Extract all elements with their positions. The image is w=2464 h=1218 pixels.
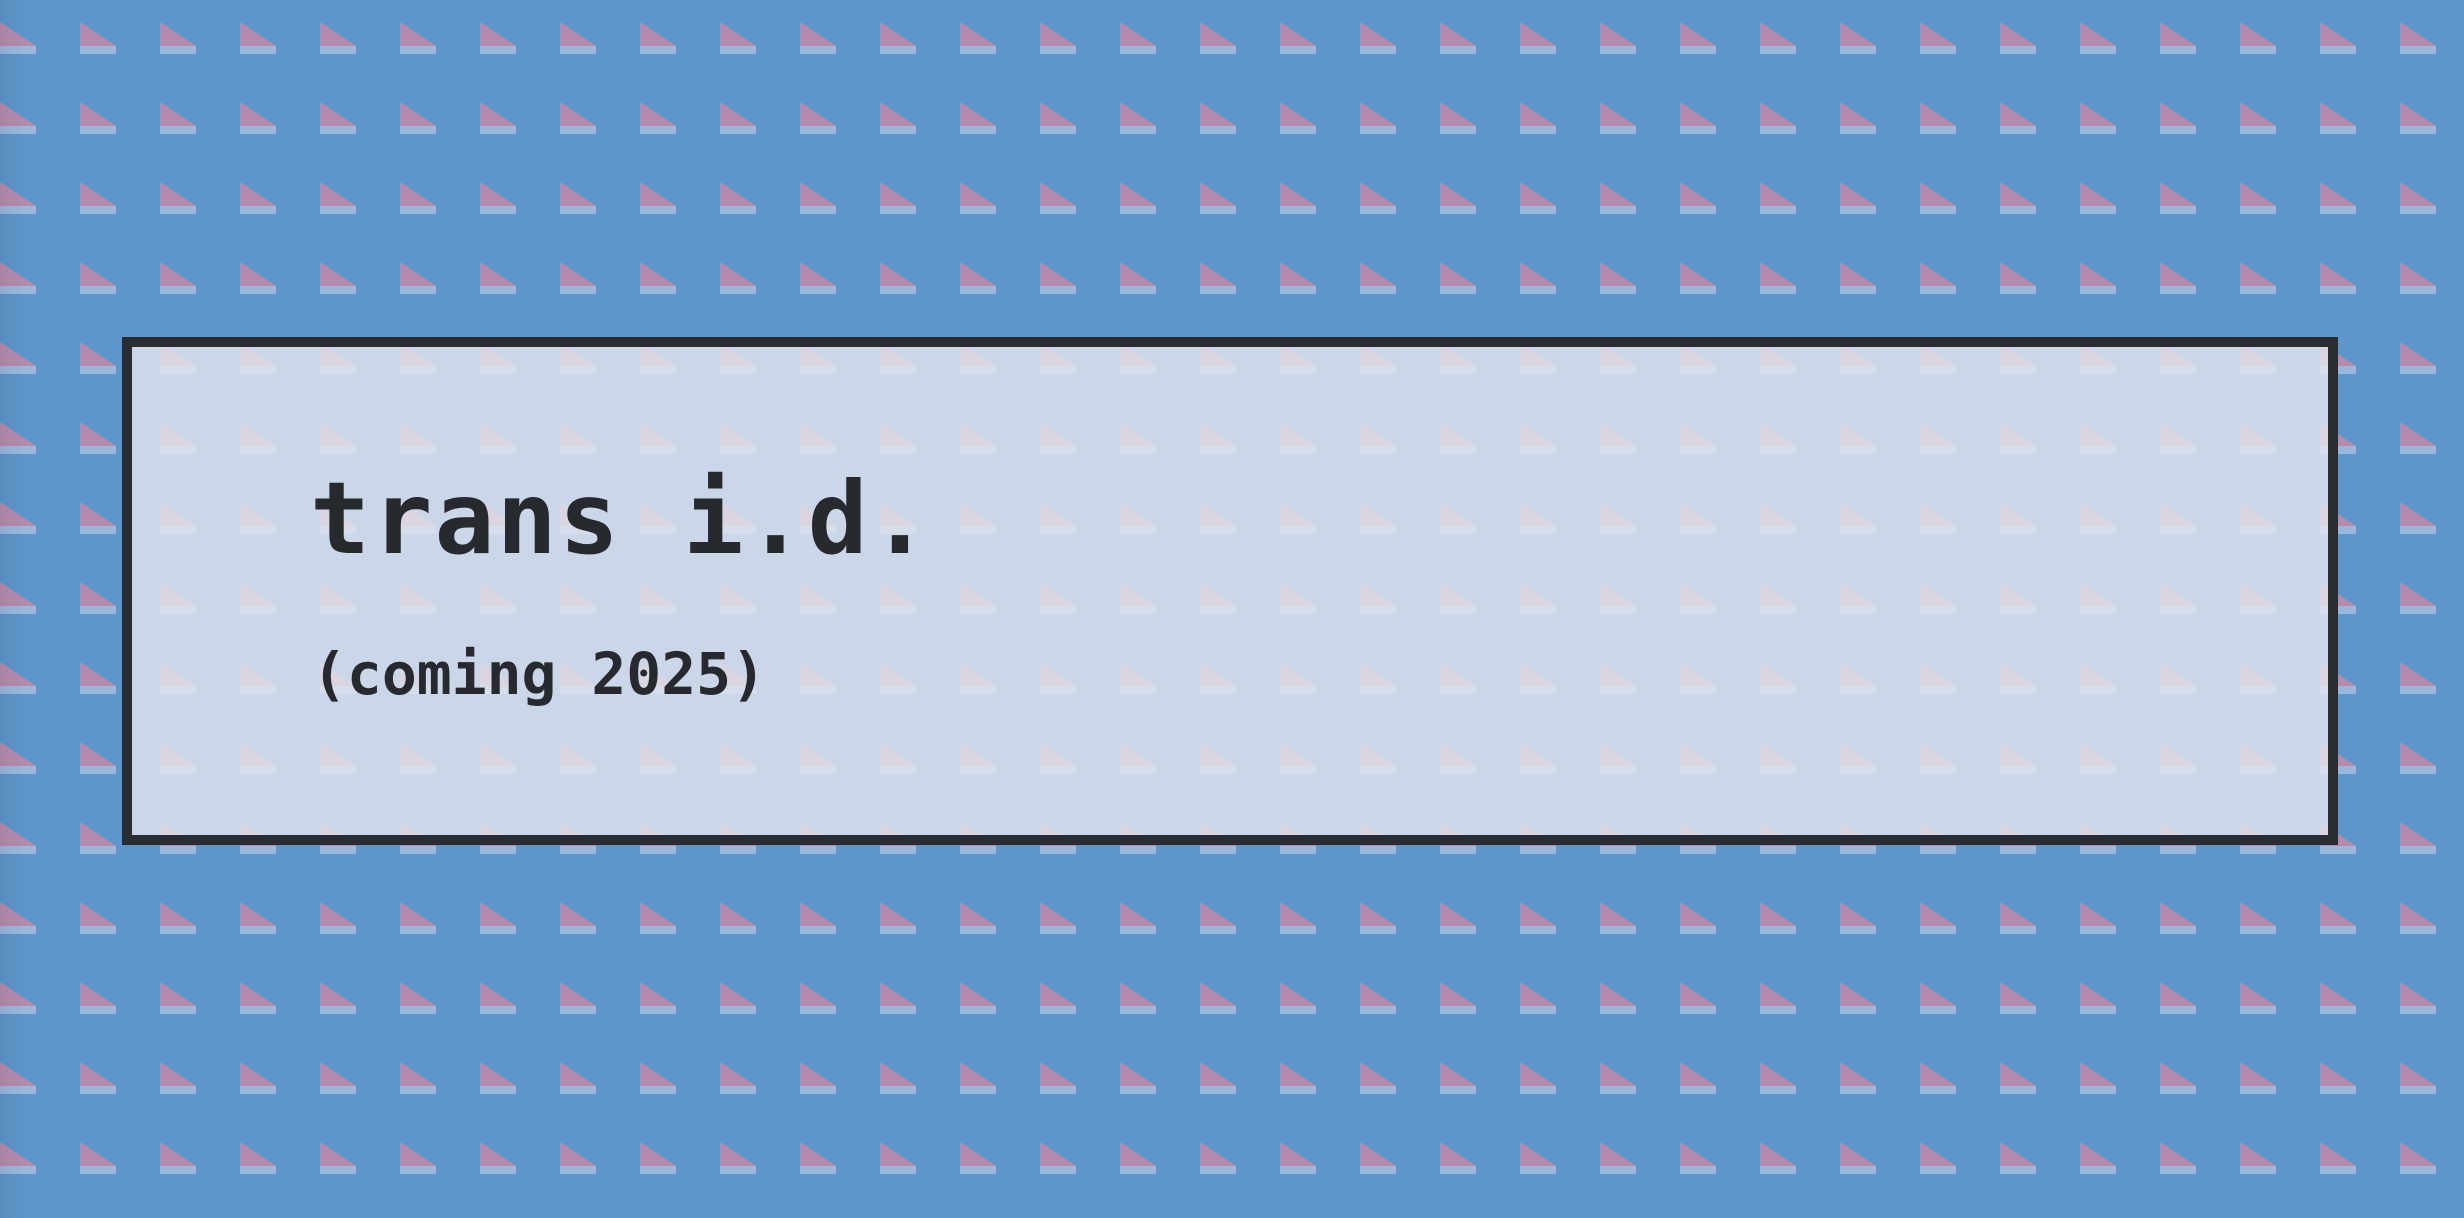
coming-soon-note: (coming 2025) <box>312 640 766 708</box>
announcement-card: trans i.d. (coming 2025) <box>122 337 2338 845</box>
site-title: trans i.d. <box>310 460 933 577</box>
